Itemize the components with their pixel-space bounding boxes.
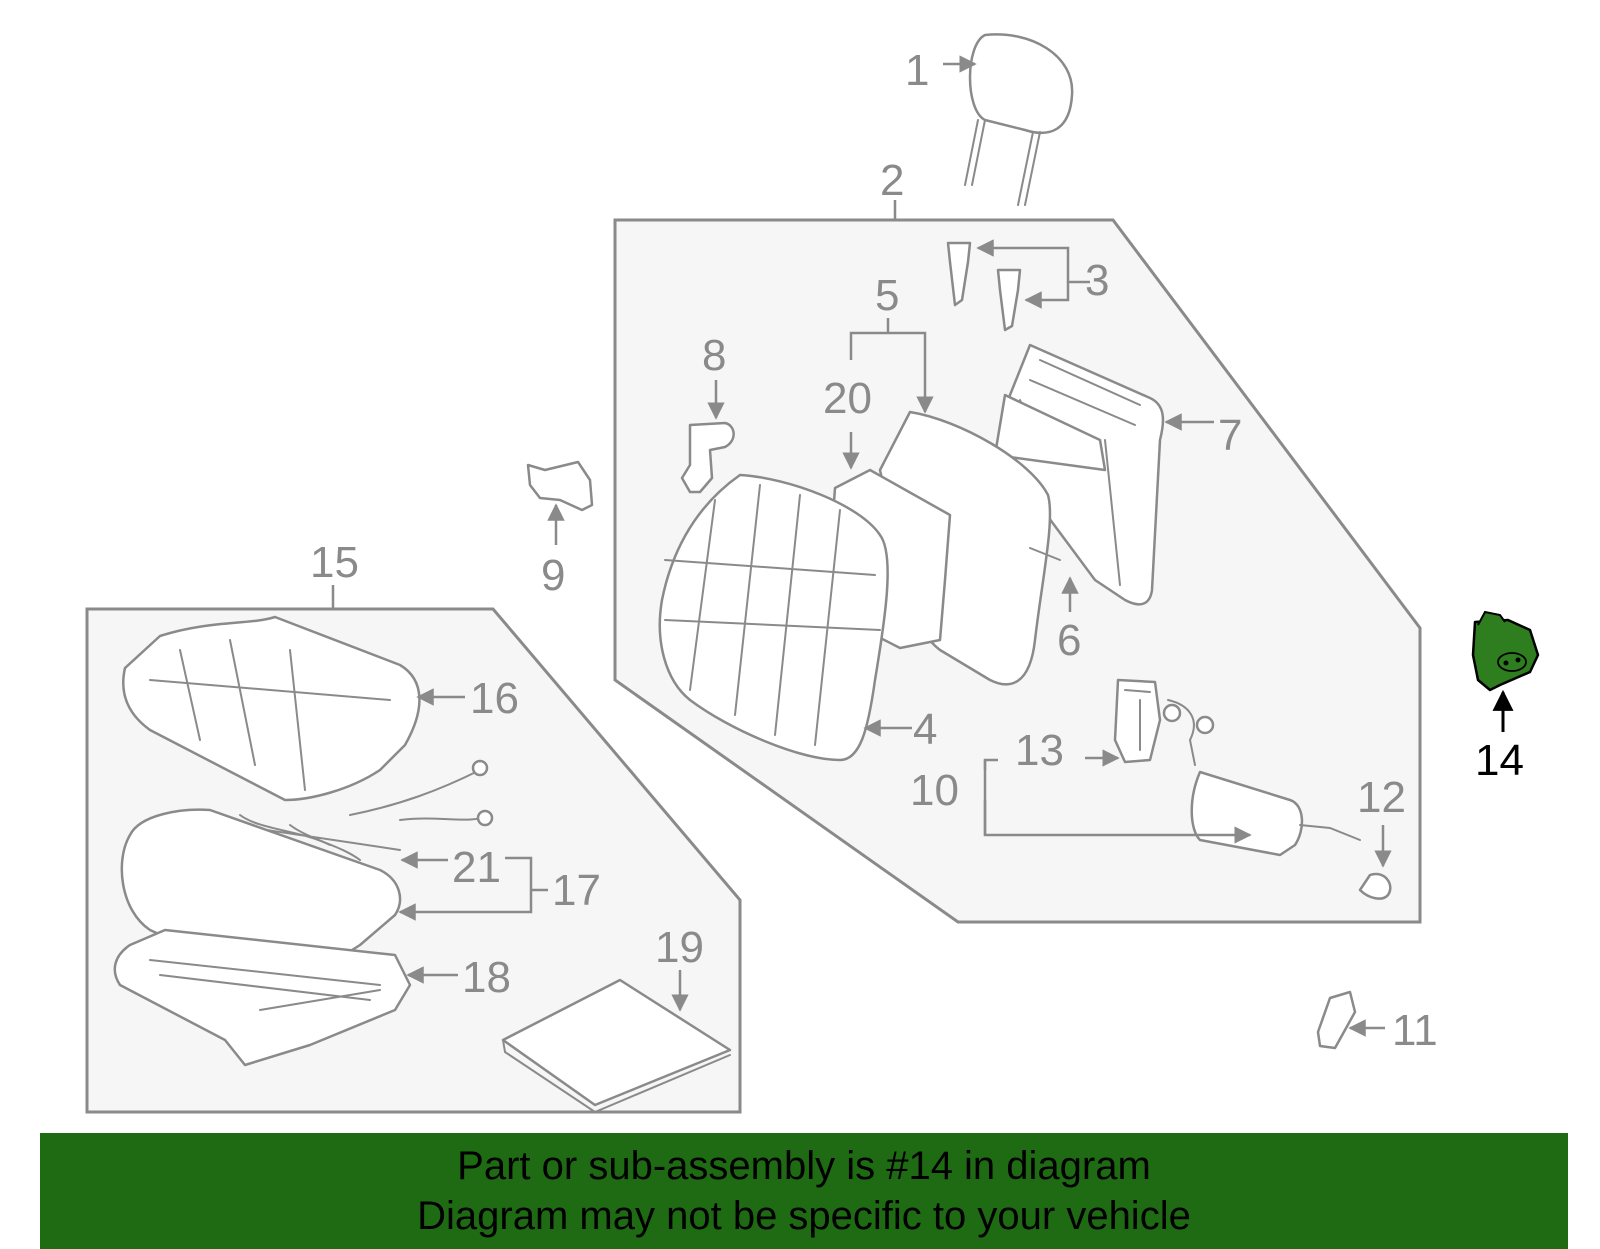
banner-line-disclaimer: Diagram may not be specific to your vehi… [417, 1194, 1191, 1238]
callout-13: 13 [1015, 726, 1064, 775]
trim-bezel-part [680, 421, 735, 494]
callout-18: 18 [462, 953, 511, 1002]
switch-unit-part [1113, 678, 1162, 764]
seat-switch-part-14[interactable] [1471, 610, 1540, 692]
callout-8: 8 [702, 331, 726, 380]
seatback-frame-part [993, 343, 1165, 606]
callout-21: 21 [452, 843, 501, 892]
cushion-frame-part [113, 928, 412, 1067]
callout-12: 12 [1357, 773, 1406, 822]
callout-4: 4 [913, 705, 937, 754]
adjuster-knob-part [1358, 872, 1392, 900]
hinge-cover-part [526, 460, 594, 512]
callout-9: 9 [541, 551, 565, 600]
cushion-cover-part [122, 615, 421, 802]
retaining-pin-part [1316, 990, 1357, 1050]
callout-5: 5 [875, 271, 899, 320]
cushion-board-part [501, 978, 732, 1114]
callout-1: 1 [905, 46, 929, 95]
callout-16: 16 [470, 674, 519, 723]
headrest-part [964, 33, 1074, 206]
seatback-cover-part [658, 473, 889, 762]
banner-line-part-number: Part or sub-assembly is #14 in diagram [457, 1144, 1151, 1188]
callout-10: 10 [910, 766, 959, 815]
callout-3: 3 [1085, 256, 1109, 305]
callout-2: 2 [880, 156, 904, 205]
callout-7: 7 [1218, 411, 1242, 460]
info-banner: Part or sub-assembly is #14 in diagram D… [40, 1133, 1568, 1249]
callout-11: 11 [1392, 1006, 1438, 1055]
callout-15: 15 [310, 538, 359, 587]
callout-6: 6 [1057, 616, 1081, 665]
guide-clip-part [946, 241, 1022, 332]
callout-14: 14 [1475, 736, 1524, 785]
callout-17: 17 [552, 866, 601, 915]
callout-20: 20 [823, 374, 872, 423]
callout-19: 19 [655, 923, 704, 972]
